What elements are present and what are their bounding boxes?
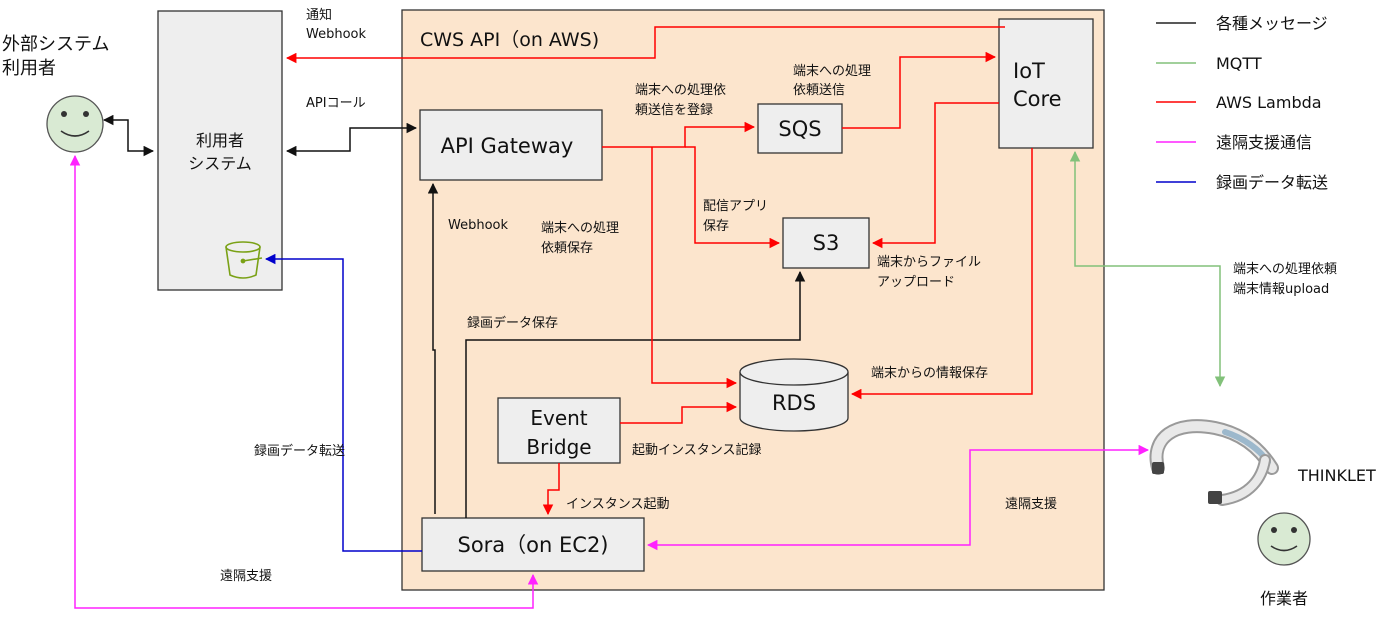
edge-api-call [285,122,418,157]
edge-file-upload-s3 [871,102,999,249]
edge-info-save-rds [850,148,1033,400]
user-system-box [157,10,283,291]
edge-user-to-system [102,114,155,157]
label-register-line2: 頼送信を登録 [635,103,713,118]
aws-container-title: CWS API（on AWS) [420,29,599,51]
event-bridge-label-line1: Event [530,406,587,430]
label-send-line2: 依頼送信 [793,83,845,98]
edge-register-sqs [602,121,756,148]
edge-mqtt [1069,150,1226,388]
label-instance-record: 起動インスタンス記録 [632,442,761,458]
edge-instance-start [542,463,560,516]
label-register-line1: 端末への処理依 [635,83,726,98]
iot-core-box [998,18,1094,149]
label-remote-support-right: 遠隔支援 [1005,497,1057,512]
event-bridge-label-line2: Bridge [526,435,591,459]
label-webhook: Webhook [448,218,508,233]
label-notify-line1: 通知 [306,7,332,23]
label-mqtt-line2: 端末情報upload [1233,282,1329,297]
iot-core-label-line1: IoT [1013,59,1045,83]
sora-label: Sora（on EC2) [458,533,609,557]
iot-core-label-line2: Core [1013,87,1062,111]
worker-label: 作業者 [1260,589,1308,608]
label-request-save-line1: 端末への処理 [541,221,619,236]
label-notify-line2: Webhook [306,27,366,42]
legend-label-remote: 遠隔支援通信 [1216,133,1312,152]
legend-label-messages: 各種メッセージ [1216,14,1328,33]
external-user-smiley-icon [46,95,104,153]
api-gateway-label: API Gateway [441,134,574,158]
label-mqtt-line1: 端末への処理依頼 [1233,262,1337,277]
edge-notify-webhook [285,26,1005,64]
user-system-label-line2: システム [188,154,252,173]
external-user-label-line2: 利用者 [2,58,56,79]
rds-database [739,358,849,432]
worker-smiley-icon [1257,512,1311,566]
thinklet-label: THINKLET [1297,466,1376,485]
edge-remote-support-left [69,154,539,609]
edge-sqs-to-iot [842,51,997,129]
label-instance-start: インスタンス起動 [566,497,669,512]
label-app-line1: 配信アプリ [703,199,768,214]
legend: 各種メッセージ MQTT AWS Lambda 遠隔支援通信 録画データ転送 [1156,14,1328,192]
external-user-label-line1: 外部システム [2,34,109,55]
user-system-label-line1: 利用者 [196,131,244,150]
edge-instance-record-rds [620,401,738,424]
label-request-save-line2: 依頼保存 [541,241,593,256]
s3-box [782,217,870,269]
label-remote-support-left: 遠隔支援 [220,569,272,584]
label-recording-save: 録画データ保存 [467,315,558,331]
thinklet-device-icon [1149,419,1279,506]
legend-label-recording: 録画データ転送 [1216,173,1328,192]
label-send-line1: 端末への処理 [793,64,871,79]
legend-label-mqtt: MQTT [1216,54,1262,73]
label-info-save: 端末からの情報保存 [871,366,988,381]
edge-request-save-rds [651,147,738,389]
legend-label-lambda: AWS Lambda [1216,93,1322,112]
sqs-box [757,103,843,154]
label-recording-transfer: 録画データ転送 [254,443,345,459]
sqs-label: SQS [778,117,821,141]
rds-label: RDS [772,391,816,415]
label-api-call: APIコール [306,96,366,111]
edge-recording-transfer [264,253,422,552]
s3-label: S3 [813,231,840,255]
label-file-upload-line1: 端末からファイル [877,255,981,270]
label-file-upload-line2: アップロード [877,275,955,290]
label-app-line2: 保存 [703,219,729,234]
edge-app-save-s3 [685,146,781,249]
edge-remote-support-right [646,444,1150,551]
